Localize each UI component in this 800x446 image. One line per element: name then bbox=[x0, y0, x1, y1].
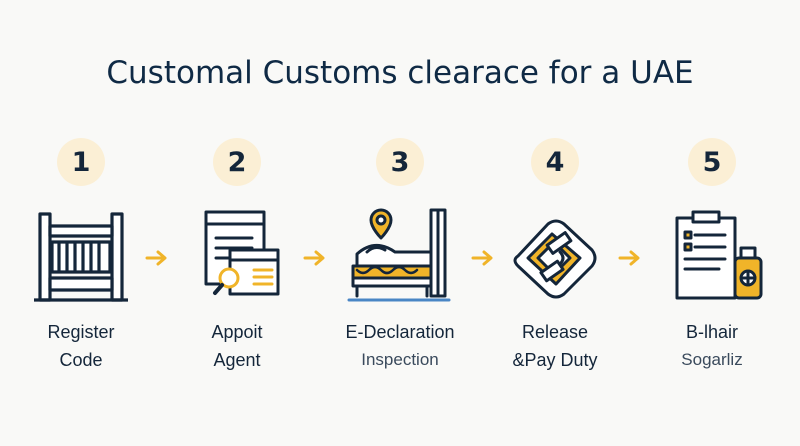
clipboard-bottle-icon bbox=[675, 210, 763, 300]
step-number: 5 bbox=[688, 138, 736, 186]
bed-location-pin-icon bbox=[347, 208, 451, 302]
step-1: 1 Register Code bbox=[11, 138, 151, 371]
step-label-secondary: Sogarliz bbox=[681, 350, 743, 369]
arrow-right-icon bbox=[471, 250, 493, 266]
step-label-primary: B-lhair bbox=[685, 322, 738, 342]
step-number: 1 bbox=[57, 138, 105, 186]
step-label-secondary: Agent bbox=[213, 350, 261, 370]
step-label-primary: E-Declaration bbox=[345, 322, 455, 342]
step-label-primary: Register bbox=[47, 322, 115, 342]
step-3: 3 E-Declaration Inspection bbox=[330, 138, 470, 370]
step-number: 3 bbox=[376, 138, 424, 186]
step-label-secondary: &Pay Duty bbox=[512, 350, 598, 370]
diagram-title: Customal Customs clearace for a UAE bbox=[106, 55, 694, 91]
step-number: 2 bbox=[213, 138, 261, 186]
crate-icon bbox=[34, 212, 128, 302]
arrow-right-icon bbox=[303, 250, 325, 266]
step-label-primary: Release bbox=[521, 322, 589, 342]
step-label-primary: Appoit bbox=[211, 322, 263, 342]
step-number: 4 bbox=[531, 138, 579, 186]
step-label-secondary: Inspection bbox=[361, 350, 439, 369]
tagged-package-icon bbox=[513, 219, 597, 299]
step-2: 2 Appoit Agent bbox=[167, 138, 307, 371]
step-label-secondary: Code bbox=[59, 350, 103, 370]
arrow-right-icon bbox=[145, 250, 167, 266]
documents-magnifier-icon bbox=[204, 210, 280, 296]
arrow-right-icon bbox=[618, 250, 640, 266]
step-5: 5 B-lhair Sogarliz bbox=[642, 138, 782, 370]
step-4: 4 Release &Pay Duty bbox=[485, 138, 625, 371]
